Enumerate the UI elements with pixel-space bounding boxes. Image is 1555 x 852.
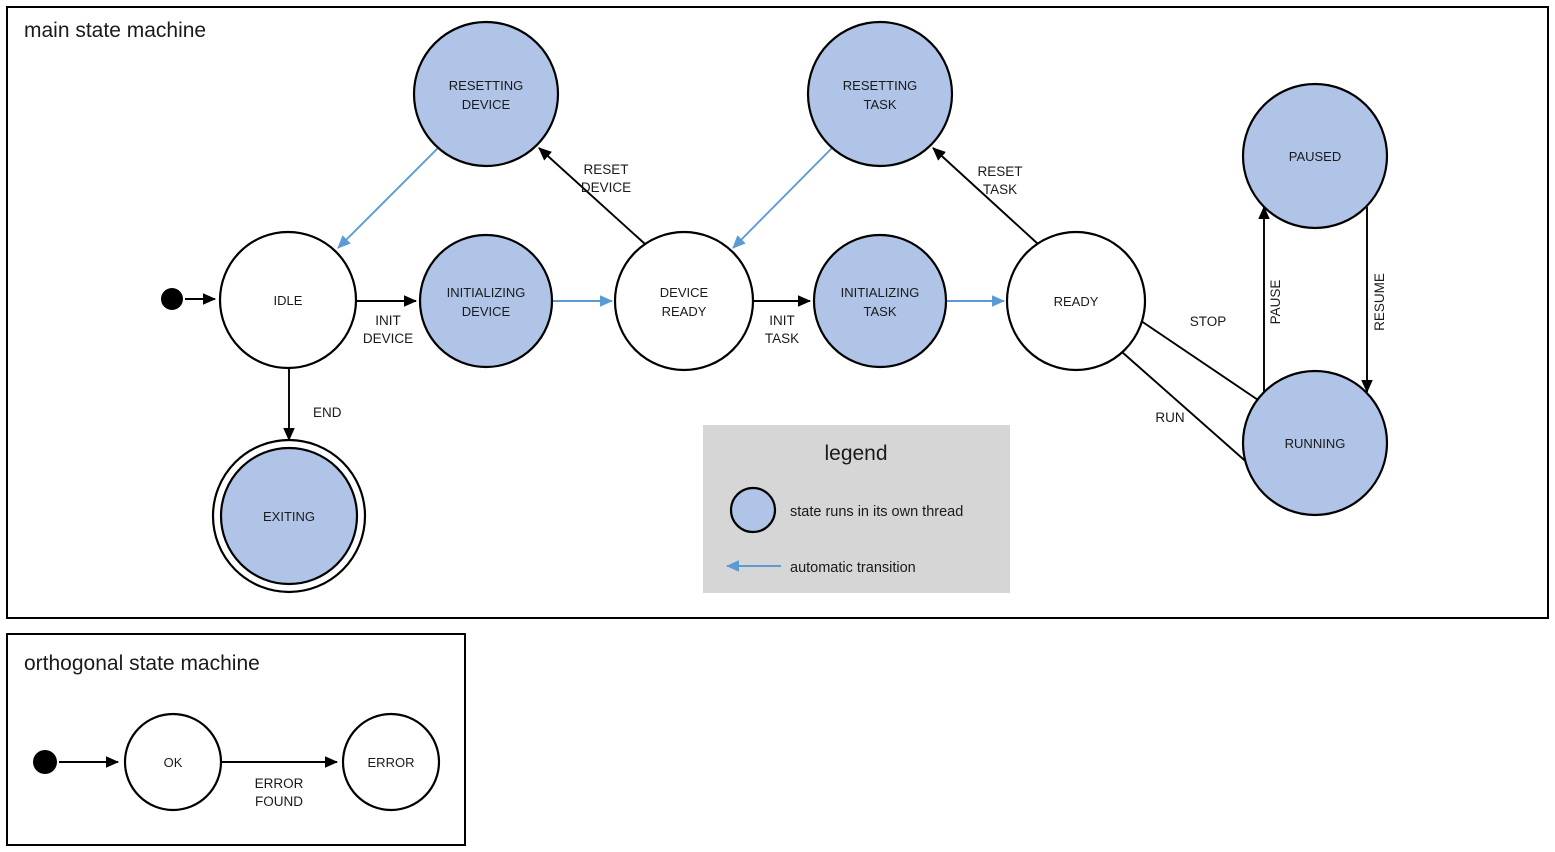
- state-ready-label: READY: [1054, 294, 1099, 309]
- transition-label-reset-device-line1: RESET: [583, 162, 628, 177]
- state-initializing-device[interactable]: INITIALIZING DEVICE: [418, 233, 554, 369]
- transition-label-pause: PAUSE: [1268, 280, 1283, 325]
- state-exiting-label: EXITING: [263, 509, 315, 524]
- orthogonal-panel: orthogonal state machine ERROR FOUND OK: [6, 633, 466, 846]
- legend-entry-thread-state: state runs in its own thread: [729, 486, 963, 534]
- state-initializing-device-circle[interactable]: [418, 233, 554, 369]
- state-initializing-task-circle[interactable]: [812, 233, 948, 369]
- transition-label-resume: RESUME: [1372, 273, 1387, 331]
- state-exiting[interactable]: EXITING: [211, 438, 367, 594]
- legend-title: legend: [824, 442, 887, 465]
- state-paused-circle[interactable]: [1241, 82, 1389, 230]
- state-resetting-device-label-line1: RESETTING: [449, 78, 523, 93]
- transition-label-init-device-line1: INIT: [375, 313, 401, 328]
- state-ready[interactable]: READY: [1005, 230, 1147, 372]
- legend: legend state runs in its own thread auto…: [703, 425, 1010, 593]
- state-initializing-task[interactable]: INITIALIZING TASK: [812, 233, 948, 369]
- transition-resetting-device-to-idle: [337, 147, 439, 249]
- transition-label-error-found-line1: ERROR: [255, 776, 304, 791]
- transition-label-reset-task-line1: RESET: [977, 164, 1022, 179]
- state-resetting-task-label-line2: TASK: [864, 97, 897, 112]
- state-idle[interactable]: IDLE: [218, 230, 358, 370]
- transition-label-reset-task-line2: TASK: [983, 182, 1017, 197]
- transition-label-end: END: [313, 405, 342, 420]
- transition-label-init-task-line2: TASK: [765, 331, 799, 346]
- transition-device-ready-to-resetting-device: RESET DEVICE: [538, 147, 646, 245]
- state-resetting-task[interactable]: RESETTING TASK: [806, 20, 954, 168]
- transition-ready-to-resetting-task: RESET TASK: [932, 147, 1039, 245]
- main-panel-title: main state machine: [24, 19, 206, 42]
- state-resetting-device-circle[interactable]: [412, 20, 560, 168]
- transition-label-reset-device-line2: DEVICE: [581, 180, 631, 195]
- transition-device-ready-to-initializing-task: INIT TASK: [754, 295, 812, 346]
- legend-thread-state-text: state runs in its own thread: [790, 504, 963, 520]
- orthogonal-panel-states: OK ERROR: [33, 712, 441, 812]
- state-exiting-circle[interactable]: [219, 446, 359, 586]
- state-idle-label: IDLE: [274, 293, 303, 308]
- legend-auto-transition-text: automatic transition: [790, 560, 916, 576]
- state-error[interactable]: ERROR: [341, 712, 441, 812]
- initial-state-marker: [161, 288, 183, 310]
- state-exiting-outer-ring: [211, 438, 367, 594]
- transition-idle-to-initializing-device: INIT DEVICE: [357, 295, 418, 346]
- transition-label-error-found-line2: FOUND: [255, 794, 303, 809]
- transition-ok-to-error: ERROR FOUND: [221, 756, 339, 809]
- orthogonal-panel-title: orthogonal state machine: [24, 652, 260, 675]
- main-panel: main state machine INIT DEVICE: [6, 6, 1549, 619]
- state-initializing-task-label-line1: INITIALIZING: [841, 285, 920, 300]
- state-running-circle[interactable]: [1241, 369, 1389, 517]
- transition-idle-to-exiting: END: [283, 368, 342, 442]
- orthogonal-panel-transitions: ERROR FOUND: [59, 756, 339, 809]
- state-device-ready-label-line2: READY: [662, 304, 707, 319]
- state-ok-circle[interactable]: [123, 712, 223, 812]
- state-initializing-task-label-line2: TASK: [864, 304, 897, 319]
- state-device-ready-circle[interactable]: [613, 230, 755, 372]
- state-device-ready-label-line1: DEVICE: [660, 285, 709, 300]
- transition-paused-to-running: RESUME: [1361, 207, 1387, 394]
- state-paused-label: PAUSED: [1289, 149, 1342, 164]
- transition-label-stop: STOP: [1190, 314, 1227, 329]
- transition-label-init-task-line1: INIT: [769, 313, 795, 328]
- state-idle-circle[interactable]: [218, 230, 358, 370]
- state-ready-circle[interactable]: [1005, 230, 1147, 372]
- transition-label-init-device-line2: DEVICE: [363, 331, 413, 346]
- transition-running-to-ready: STOP: [1118, 305, 1265, 405]
- transition-label-run: RUN: [1155, 410, 1184, 425]
- state-error-label: ERROR: [368, 755, 415, 770]
- state-paused[interactable]: PAUSED: [1241, 82, 1389, 230]
- state-running-label: RUNNING: [1285, 436, 1346, 451]
- orthogonal-initial-state-marker: [33, 750, 57, 774]
- transition-ready-to-running: RUN: [1121, 351, 1269, 482]
- state-ok[interactable]: OK: [123, 712, 223, 812]
- state-resetting-task-circle[interactable]: [806, 20, 954, 168]
- state-error-circle[interactable]: [341, 712, 441, 812]
- state-initializing-device-label-line2: DEVICE: [462, 304, 511, 319]
- main-panel-states: IDLE RESETTING DEVICE INITIALIZING DEVIC…: [161, 20, 1389, 594]
- legend-entry-automatic-transition: automatic transition: [725, 560, 916, 576]
- transition-resetting-task-to-device-ready: [732, 147, 833, 249]
- state-initializing-device-label-line1: INITIALIZING: [447, 285, 526, 300]
- state-device-ready[interactable]: DEVICE READY: [613, 230, 755, 372]
- transition-running-to-paused: PAUSE: [1258, 205, 1283, 392]
- state-resetting-task-label-line1: RESETTING: [843, 78, 917, 93]
- main-panel-transitions: INIT DEVICE RESET DEVICE: [185, 147, 1387, 482]
- state-resetting-device[interactable]: RESETTING DEVICE: [412, 20, 560, 168]
- legend-thread-state-swatch: [729, 486, 777, 534]
- state-resetting-device-label-line2: DEVICE: [462, 97, 511, 112]
- state-running[interactable]: RUNNING: [1241, 369, 1389, 517]
- state-ok-label: OK: [164, 755, 183, 770]
